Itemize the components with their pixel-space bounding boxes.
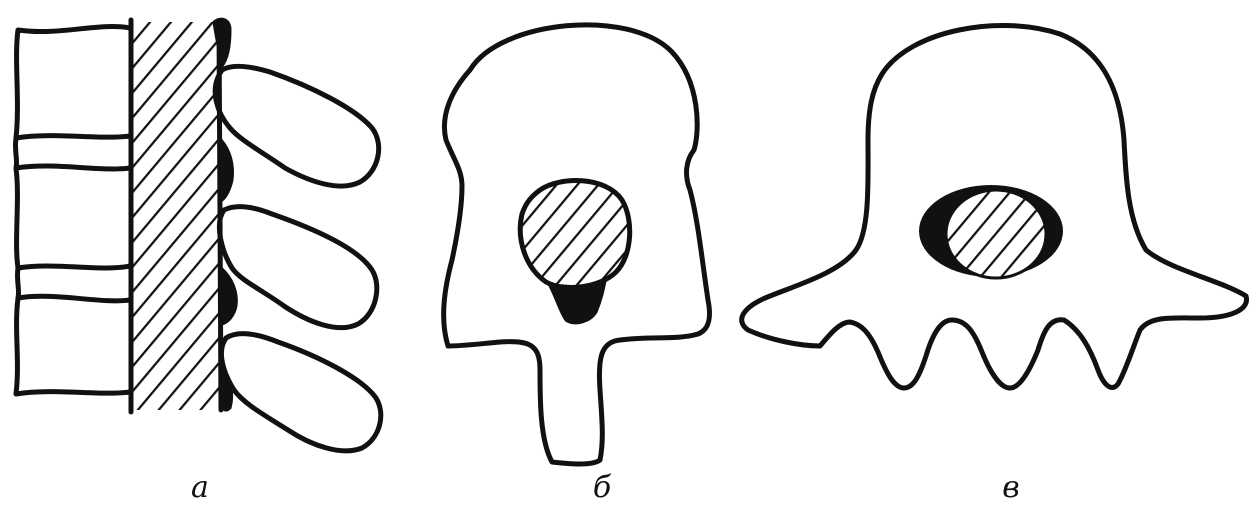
panel-label-b: б xyxy=(572,470,632,505)
spinous-process-middle xyxy=(219,207,376,328)
intervertebral-disc-upper xyxy=(15,138,130,169)
panel-a-spine-side-view xyxy=(15,19,380,451)
spinous-process-lower xyxy=(221,334,380,451)
spinal-canal-b-hatched xyxy=(520,181,629,288)
panel-label-a: а xyxy=(170,470,230,505)
panel-v-vertebra-cross-section xyxy=(742,25,1247,388)
spinous-process-upper xyxy=(215,66,379,186)
ligament-thickening-middle xyxy=(221,140,233,200)
panel-b-vertebra-cross-section xyxy=(444,25,710,464)
spinal-canal-hatched xyxy=(130,22,220,412)
vertebral-body-middle xyxy=(16,168,130,268)
panel-label-v: в xyxy=(981,470,1041,505)
spinal-canal-v-hatched xyxy=(946,190,1046,278)
vertebral-body-lower xyxy=(16,298,130,394)
vertebral-body-upper xyxy=(16,26,130,138)
ligament-thickening-lower xyxy=(221,268,236,324)
intervertebral-disc-lower xyxy=(17,268,130,301)
